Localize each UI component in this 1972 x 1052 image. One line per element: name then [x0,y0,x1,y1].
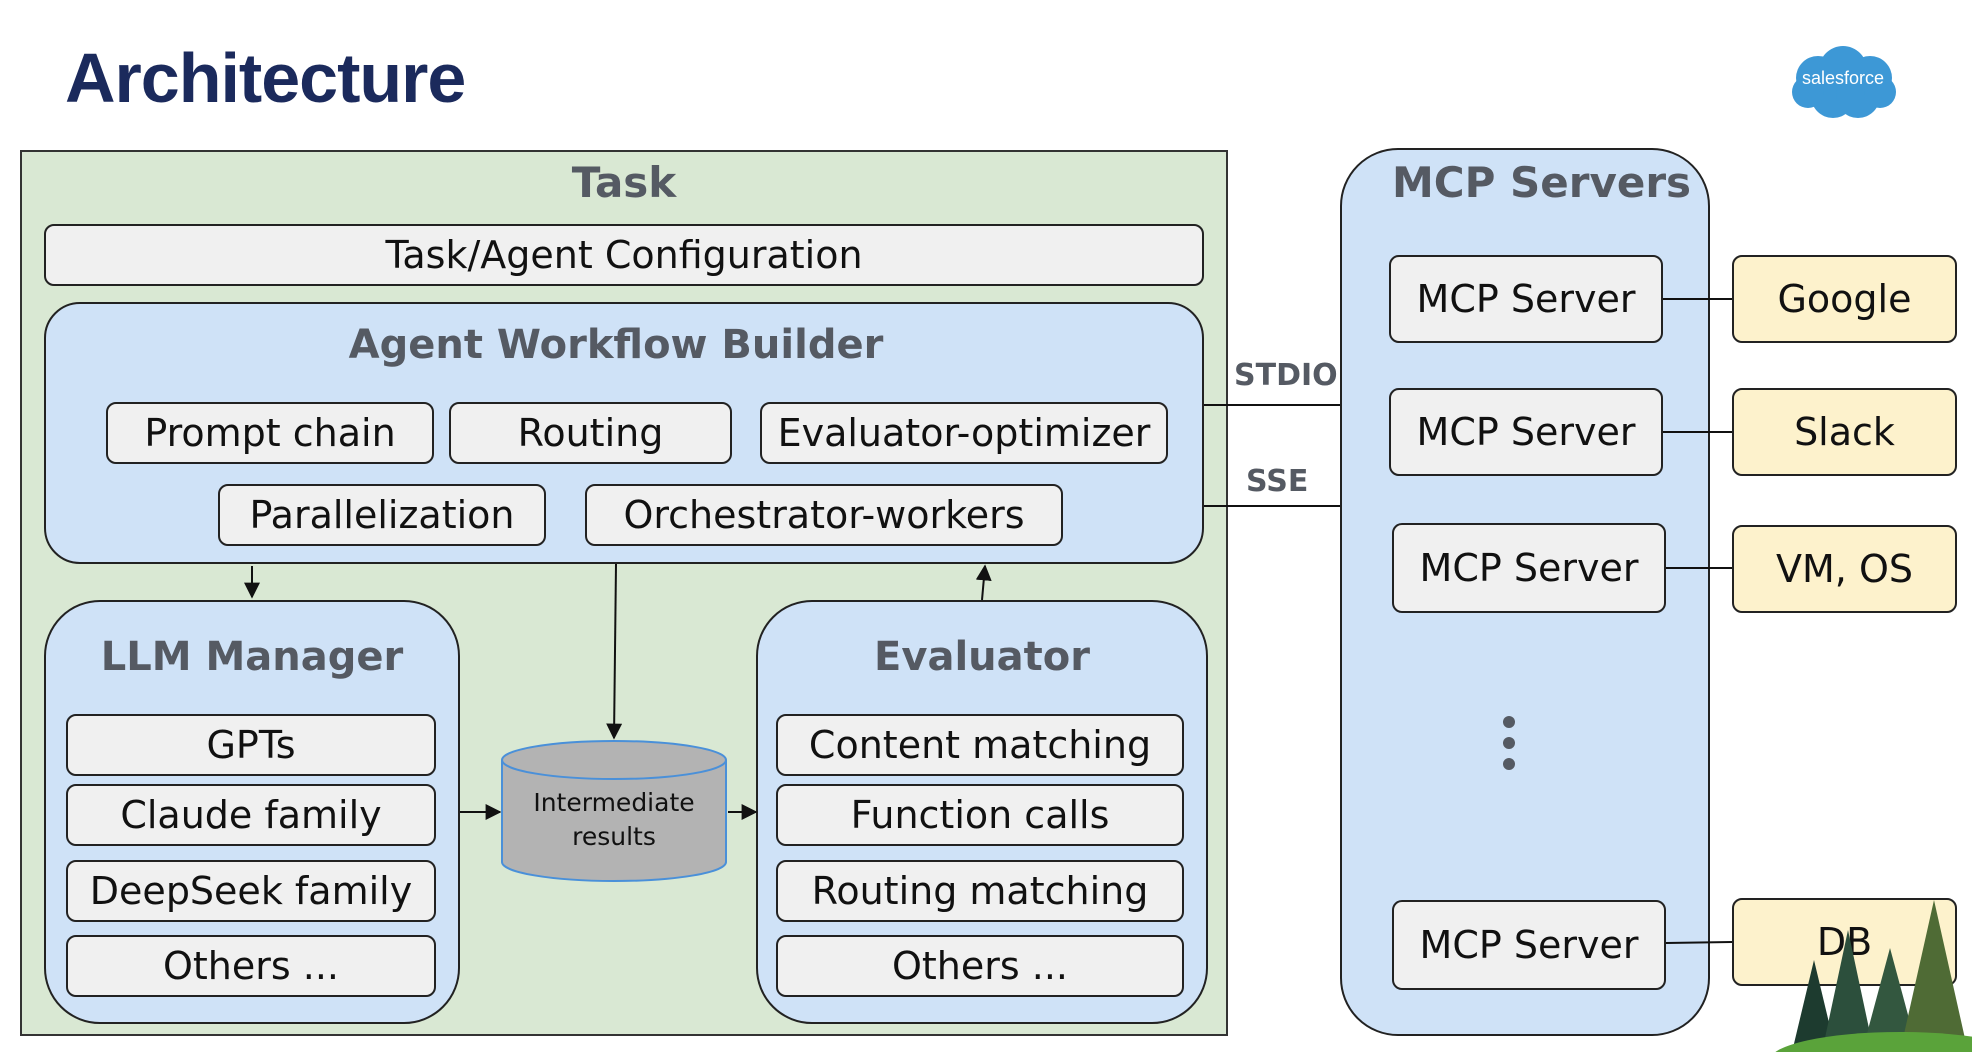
evaluator-item-content-matching: Content matching [776,714,1184,776]
transport-label-sse: SSE [1246,464,1309,499]
transport-label-stdio: STDIO [1234,358,1338,393]
evaluator-item-others: Others ... [776,935,1184,997]
evaluator-item-function-calls: Function calls [776,784,1184,846]
workflow-item-parallelization: Parallelization [218,484,546,546]
mcp-servers-title: MCP Servers [1392,158,1692,207]
agent-workflow-builder-title: Agent Workflow Builder [348,322,884,368]
mcp-server-vm-os: MCP Server [1392,523,1666,613]
mcp-server-google: MCP Server [1389,255,1663,343]
workflow-item-orchestrator-workers: Orchestrator-workers [585,484,1063,546]
service-slack: Slack [1732,388,1957,476]
page-title: Architecture [65,39,466,117]
ellipsis-dot-icon [1503,716,1515,728]
database-cylinder-icon [501,740,727,882]
mcp-server-slack: MCP Server [1389,388,1663,476]
workflow-item-routing: Routing [449,402,732,464]
forest-decoration-icon [1775,900,1972,1052]
service-vm-os: VM, OS [1732,525,1957,613]
link-db [1665,941,1733,944]
task-title: Task [571,158,677,207]
llm-item-others: Others ... [66,935,436,997]
task-agent-configuration-box: Task/Agent Configuration [44,224,1204,286]
llm-manager-title: LLM Manager [100,634,404,680]
intermediate-results-label: Intermediate results [533,788,695,851]
workflow-item-evaluator-optimizer: Evaluator-optimizer [760,402,1168,464]
salesforce-logo-text: salesforce [1801,68,1885,88]
llm-item-deepseek-family: DeepSeek family [66,860,436,922]
salesforce-cloud-logo-icon [1792,46,1896,118]
ellipsis-dot-icon [1503,737,1515,749]
ellipsis-dot-icon [1503,758,1515,770]
arrow-evaluator-to-workflow [975,564,992,601]
arrow-workflow-to-results [606,563,623,740]
evaluator-item-routing-matching: Routing matching [776,860,1184,922]
evaluator-title: Evaluator [874,634,1090,680]
llm-item-claude-family: Claude family [66,784,436,846]
workflow-item-prompt-chain: Prompt chain [106,402,434,464]
service-google: Google [1732,255,1957,343]
mcp-server-db: MCP Server [1392,900,1666,990]
llm-item-gpts: GPTs [66,714,436,776]
